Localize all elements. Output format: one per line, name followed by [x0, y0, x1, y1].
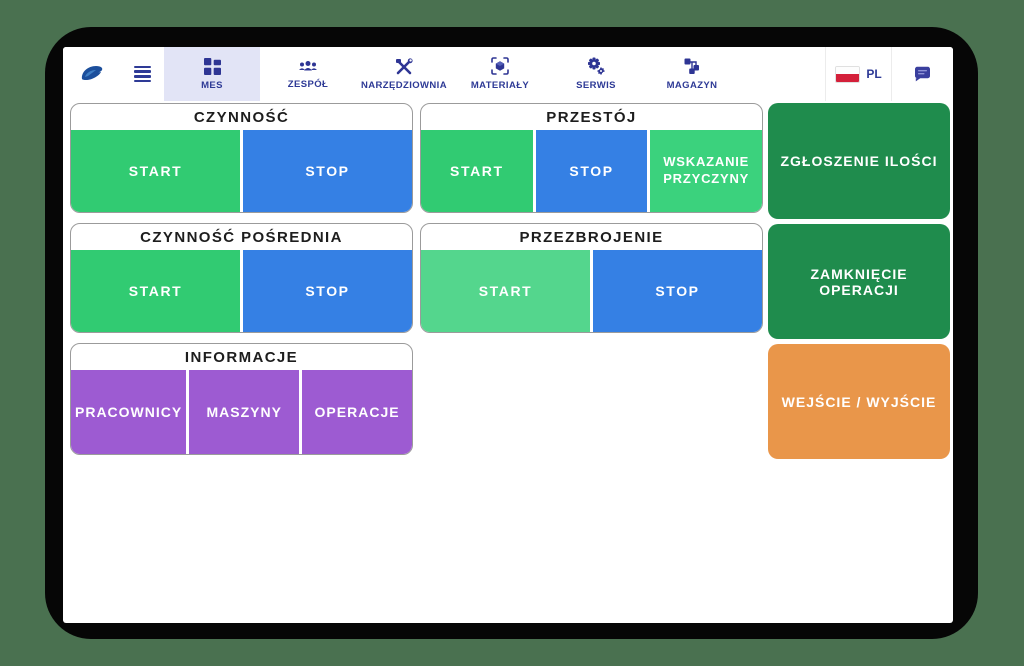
zgloszenie-ilosci-button[interactable]: ZGŁOSZENIE ILOŚCI — [768, 103, 950, 219]
tools-icon — [396, 57, 413, 74]
panel-czynnosc-posrednia-title: CZYNNOŚĆ POŚREDNIA — [140, 228, 343, 246]
poland-flag-icon — [835, 65, 861, 83]
tab-serwis[interactable]: SERWIS — [548, 47, 644, 101]
dashboard-icon — [203, 57, 221, 75]
main-content: CZYNNOŚĆ START STOP PRZESTÓJ START STOP … — [63, 101, 953, 459]
wejscie-wyjscie-button[interactable]: WEJŚCIE / WYJŚCIE — [768, 344, 950, 459]
tab-mes[interactable]: MES — [164, 47, 260, 101]
panels-grid: CZYNNOŚĆ START STOP PRZESTÓJ START STOP … — [70, 103, 763, 459]
top-nav: MES ZESPÓŁ — [63, 47, 953, 101]
chat-button[interactable] — [891, 47, 953, 101]
czynnosc-start-button[interactable]: START — [71, 130, 240, 212]
panel-przezbrojenie: PRZEZBROJENIE START STOP — [420, 223, 763, 333]
panel-przestoj: PRZESTÓJ START STOP WSKAZANIE PRZYCZYNY — [420, 103, 763, 213]
przezbrojenie-start-button[interactable]: START — [421, 250, 590, 332]
czynnosc-posrednia-start-button[interactable]: START — [71, 250, 240, 332]
przezbrojenie-stop-button[interactable]: STOP — [593, 250, 762, 332]
informacje-maszyny-button[interactable]: MASZYNY — [189, 370, 300, 454]
brand-swoosh-icon — [81, 66, 102, 80]
side-actions-column: ZGŁOSZENIE ILOŚCI ZAMKNIĘCIE OPERACJI WE… — [768, 103, 950, 459]
panel-przestoj-title: PRZESTÓJ — [546, 108, 637, 126]
zamkniecie-operacji-button[interactable]: ZAMKNIĘCIE OPERACJI — [768, 224, 950, 339]
tab-magazyn[interactable]: MAGAZYN — [644, 47, 740, 101]
tab-label: SERWIS — [576, 80, 616, 91]
informacje-operacje-button[interactable]: OPERACJE — [302, 370, 412, 454]
tab-label: MATERIAŁY — [470, 80, 530, 91]
language-code: PL — [866, 67, 882, 81]
panel-czynnosc-posrednia: CZYNNOŚĆ POŚREDNIA START STOP — [70, 223, 413, 333]
tab-label: NARZĘDZIOWNIA — [361, 79, 447, 91]
panel-czynnosc: CZYNNOŚĆ START STOP — [70, 103, 413, 213]
tab-label: MES — [201, 79, 223, 91]
tab-materialy[interactable]: MATERIAŁY — [452, 47, 548, 101]
tab-label: MAGAZYN — [666, 79, 718, 91]
panel-przezbrojenie-title: PRZEZBROJENIE — [519, 228, 664, 246]
nav-spacer — [740, 47, 825, 101]
panel-informacje-title: INFORMACJE — [184, 348, 299, 366]
przestoj-wskazanie-przyczyny-button[interactable]: WSKAZANIE PRZYCZYNY — [650, 130, 762, 212]
tab-narzedziownia[interactable]: NARZĘDZIOWNIA — [356, 47, 452, 101]
app-screen: MES ZESPÓŁ — [63, 47, 953, 623]
czynnosc-stop-button[interactable]: STOP — [243, 130, 412, 212]
przestoj-start-button[interactable]: START — [421, 130, 533, 212]
team-icon — [299, 61, 317, 71]
tablet-frame: MES ZESPÓŁ — [45, 27, 978, 639]
brand-logo — [63, 47, 120, 101]
warehouse-nodes-icon — [684, 58, 699, 74]
czynnosc-posrednia-stop-button[interactable]: STOP — [243, 250, 412, 332]
materials-box-scan-icon — [491, 57, 509, 75]
przestoj-stop-button[interactable]: STOP — [535, 130, 648, 212]
informacje-pracownicy-button[interactable]: PRACOWNICY — [71, 370, 187, 454]
hamburger-icon — [133, 65, 151, 83]
tab-label: ZESPÓŁ — [287, 79, 329, 90]
panel-informacje: INFORMACJE PRACOWNICY MASZYNY OPERACJE — [70, 343, 413, 455]
language-selector[interactable]: PL — [825, 47, 891, 101]
chat-bubble-icon — [915, 66, 930, 82]
hamburger-menu-button[interactable] — [120, 47, 164, 101]
gears-icon — [588, 57, 605, 75]
panel-czynnosc-title: CZYNNOŚĆ — [193, 108, 290, 126]
tab-zespol[interactable]: ZESPÓŁ — [260, 47, 356, 101]
